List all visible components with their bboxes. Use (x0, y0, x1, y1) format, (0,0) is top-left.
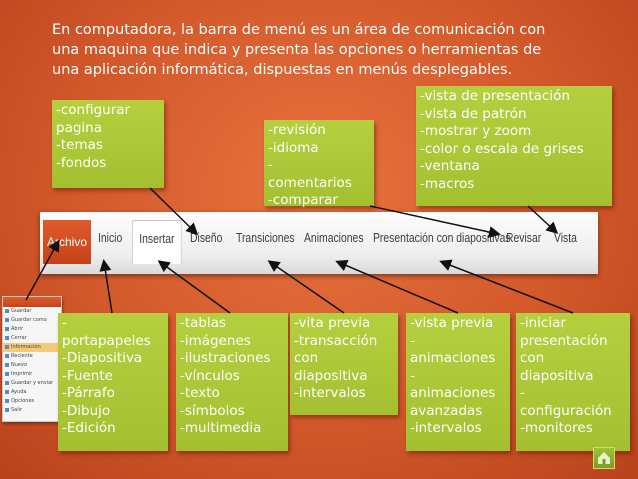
file-menu-item: Cerrar (3, 334, 61, 343)
intro-line-1: En computadora, la barra de menú es un á… (52, 22, 546, 38)
callout-line: -vita previa (294, 315, 371, 331)
arrow-archivo (25, 239, 60, 301)
arrow-inicio (99, 259, 113, 314)
callout-line: -símbolos (180, 402, 245, 419)
file-menu-item: Guardar como (3, 316, 61, 325)
callout-line: -monitores (520, 420, 593, 436)
callout-line: - (410, 332, 415, 349)
arrow-transiciones (267, 260, 345, 314)
callout-line: - (268, 157, 273, 173)
file-menu-item: Información (3, 343, 61, 352)
callout-line: diapositiva (520, 367, 594, 384)
home-icon[interactable] (593, 447, 615, 469)
callout-transiciones: -vita previa -transacción con diapositiv… (290, 313, 398, 415)
callout-line: -iniciar (520, 315, 566, 331)
callout-insertar: -tablas -imágenes -ilustraciones -víncul… (176, 313, 288, 451)
callout-line: -vista previa (410, 315, 494, 331)
callout-line: -vínculos (180, 367, 240, 384)
arrow-insertar (157, 260, 231, 314)
callout-line: -configurar (56, 102, 131, 118)
tab-vista[interactable]: Vista (554, 230, 577, 245)
callout-line: -Diapositiva (62, 350, 143, 366)
callout-line: pagina (56, 119, 102, 136)
callout-line: -multimedia (180, 420, 262, 436)
callout-line: -macros (420, 175, 475, 192)
callout-vista: -vista de presentación -vista de patrón … (416, 86, 612, 206)
callout-line: -Fuente (62, 367, 113, 384)
callout-inicio: - portapapeles -Diapositiva -Fuente -Pár… (58, 313, 168, 451)
ribbon-menu-bar: Archivo Inicio Insertar Diseño Transicio… (40, 212, 598, 274)
callout-line: -intervalos (294, 385, 366, 401)
file-menu-item: Guardar (3, 307, 61, 316)
callout-line: -imágenes (180, 332, 251, 349)
file-menu-header (3, 297, 61, 307)
callout-revisar: -revisión -idioma - comentarios -compara… (264, 120, 374, 208)
callout-line: comentarios (268, 174, 352, 191)
file-menu-item: Guardar y enviar (3, 379, 61, 388)
tab-revisar[interactable]: Revisar (506, 230, 542, 245)
tab-animaciones[interactable]: Animaciones (304, 230, 364, 245)
file-menu-item: Abrir (3, 325, 61, 334)
file-menu-item: Opciones (3, 397, 61, 406)
tab-presentacion[interactable]: Presentación con diapositivas (373, 230, 511, 245)
file-menu-item: Imprimir (3, 370, 61, 379)
callout-line: -tablas (180, 315, 227, 331)
callout-line: -Edición (62, 420, 116, 436)
callout-line: -comparar (268, 192, 338, 208)
callout-line: presentación (520, 332, 608, 349)
callout-line: con (520, 350, 545, 366)
arrow-animaciones (335, 259, 459, 314)
callout-line: animaciones (410, 350, 496, 366)
arrow-vista (527, 205, 559, 235)
callout-presentacion: -iniciar presentación con diapositiva - … (516, 313, 630, 451)
callout-line: - (520, 385, 525, 401)
callout-line: -Dibujo (62, 402, 111, 419)
callout-line: - (62, 315, 67, 331)
callout-line: -vista de patrón (420, 105, 527, 122)
callout-line: -mostrar y zoom (420, 123, 532, 139)
callout-line: -fondos (56, 154, 107, 171)
callout-line: avanzadas (410, 402, 483, 419)
callout-diseno: -configurar pagina -temas -fondos (52, 100, 164, 188)
arrow-presentacion (439, 259, 574, 314)
tab-transiciones[interactable]: Transiciones (236, 230, 295, 245)
intro-line-3: una aplicación informática, dispuestas e… (52, 62, 513, 78)
home-icon-glyph (598, 452, 610, 464)
callout-line: portapapeles (62, 332, 151, 349)
callout-line: -color o escala de grises (420, 140, 584, 157)
callout-animaciones: -vista previa - animaciones - animacione… (406, 313, 510, 451)
file-menu-item: Ayuda (3, 388, 61, 397)
file-menu-item: Nuevo (3, 361, 61, 370)
callout-line: -idioma (268, 139, 319, 156)
callout-line: -Párrafo (62, 385, 115, 401)
callout-line: configuración (520, 402, 612, 419)
callout-line: -ventana (420, 158, 480, 174)
arrow-diseno (149, 187, 199, 236)
callout-line: -texto (180, 385, 220, 401)
callout-line: -revisión (268, 122, 326, 138)
file-menu-item: Salir (3, 406, 61, 415)
callout-line: con (294, 350, 319, 366)
tab-insertar[interactable]: Insertar (132, 220, 182, 264)
callout-line: -intervalos (410, 420, 482, 436)
callout-line: -ilustraciones (180, 350, 271, 366)
callout-line: animaciones (410, 385, 496, 401)
intro-line-2: una maquina que indica y presenta las op… (52, 42, 542, 58)
callout-line: - (410, 367, 415, 384)
callout-line: -vista de presentación (420, 88, 570, 104)
callout-line: diapositiva (294, 367, 368, 384)
file-menu-item: Reciente (3, 352, 61, 361)
file-menu-thumbnail: Guardar Guardar como Abrir Cerrar Inform… (2, 296, 62, 422)
intro-paragraph: En computadora, la barra de menú es un á… (52, 20, 612, 80)
tab-inicio[interactable]: Inicio (98, 230, 123, 245)
callout-line: -transacción (294, 332, 378, 349)
arrow-revisar (369, 205, 501, 238)
callout-line: -temas (56, 137, 103, 153)
